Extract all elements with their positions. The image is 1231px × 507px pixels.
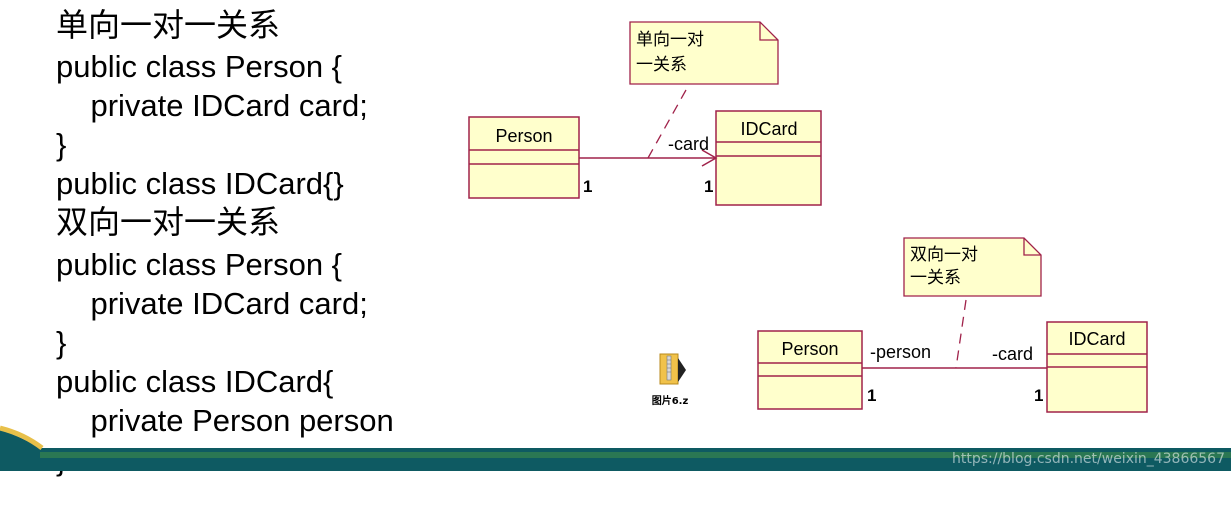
note-anchor: [955, 299, 967, 369]
arrow-head-icon: [701, 149, 718, 167]
file-item[interactable]: 图片6.z: [640, 352, 700, 407]
heading-bidirectional: 双向一对一关系: [56, 203, 281, 241]
note-shape: [903, 237, 1042, 297]
class-person: Person: [757, 330, 863, 410]
multiplicity-label: 1: [867, 386, 876, 405]
footer-band: [0, 425, 1231, 471]
watermark: https://blog.csdn.net/weixin_43866567: [951, 451, 1225, 467]
code-line: private IDCard card;: [56, 88, 368, 123]
code-line: public class Person {: [56, 49, 343, 84]
note-text: 单向一对: [636, 30, 704, 49]
code-line: public class IDCard{}: [56, 166, 344, 201]
role-label: -card: [992, 344, 1033, 364]
multiplicity-label: 1: [1034, 386, 1043, 405]
note-bidirectional: 双向一对 一关系: [903, 237, 1042, 297]
class-person: Person: [468, 116, 580, 199]
note-fold: [759, 22, 778, 41]
class-name: Person: [495, 126, 552, 146]
uml-diagrams: 单向一对 一关系 Person IDCard -card 1 1: [0, 21, 1231, 471]
code-block: 单向一对一关系 public class Person { private ID…: [0, 0, 394, 507]
role-label: -card: [668, 134, 709, 154]
zip-folder-icon: [659, 353, 686, 385]
multiplicity-label: 1: [583, 177, 592, 196]
role-label: -person: [870, 342, 931, 362]
class-idcard: IDCard: [1046, 321, 1148, 413]
class-box: [757, 330, 863, 410]
note-shape: [629, 21, 779, 85]
note-text: 一关系: [910, 268, 961, 287]
file-label: 图片6.z: [651, 396, 689, 407]
class-box: [468, 116, 580, 199]
code-line: public class IDCard{: [56, 364, 334, 399]
diagram-bidirectional: 双向一对 一关系 Person IDCard -person -card 1 1: [757, 237, 1148, 413]
code-line: private Person person: [56, 403, 394, 438]
diagram-unidirectional: 单向一对 一关系 Person IDCard -card 1 1: [468, 21, 822, 206]
footer-shape: [0, 430, 1231, 471]
code-line: }: [56, 325, 67, 360]
note-text: 一关系: [636, 55, 687, 74]
note-fold: [1023, 238, 1041, 256]
code-line: private IDCard card;: [56, 286, 368, 321]
class-idcard: IDCard: [715, 110, 822, 206]
note-anchor: [647, 89, 687, 159]
footer-accent: [0, 425, 44, 450]
footer-stripe: [40, 452, 1231, 458]
note-text: 双向一对: [910, 245, 978, 264]
heading-unidirectional: 单向一对一关系: [56, 6, 281, 44]
class-name: IDCard: [740, 119, 797, 139]
note-unidirectional: 单向一对 一关系: [629, 21, 779, 85]
code-line: public class Person {: [56, 247, 343, 282]
class-name: Person: [781, 339, 838, 359]
class-name: IDCard: [1068, 329, 1125, 349]
multiplicity-label: 1: [704, 177, 713, 196]
code-line: }: [56, 127, 67, 162]
